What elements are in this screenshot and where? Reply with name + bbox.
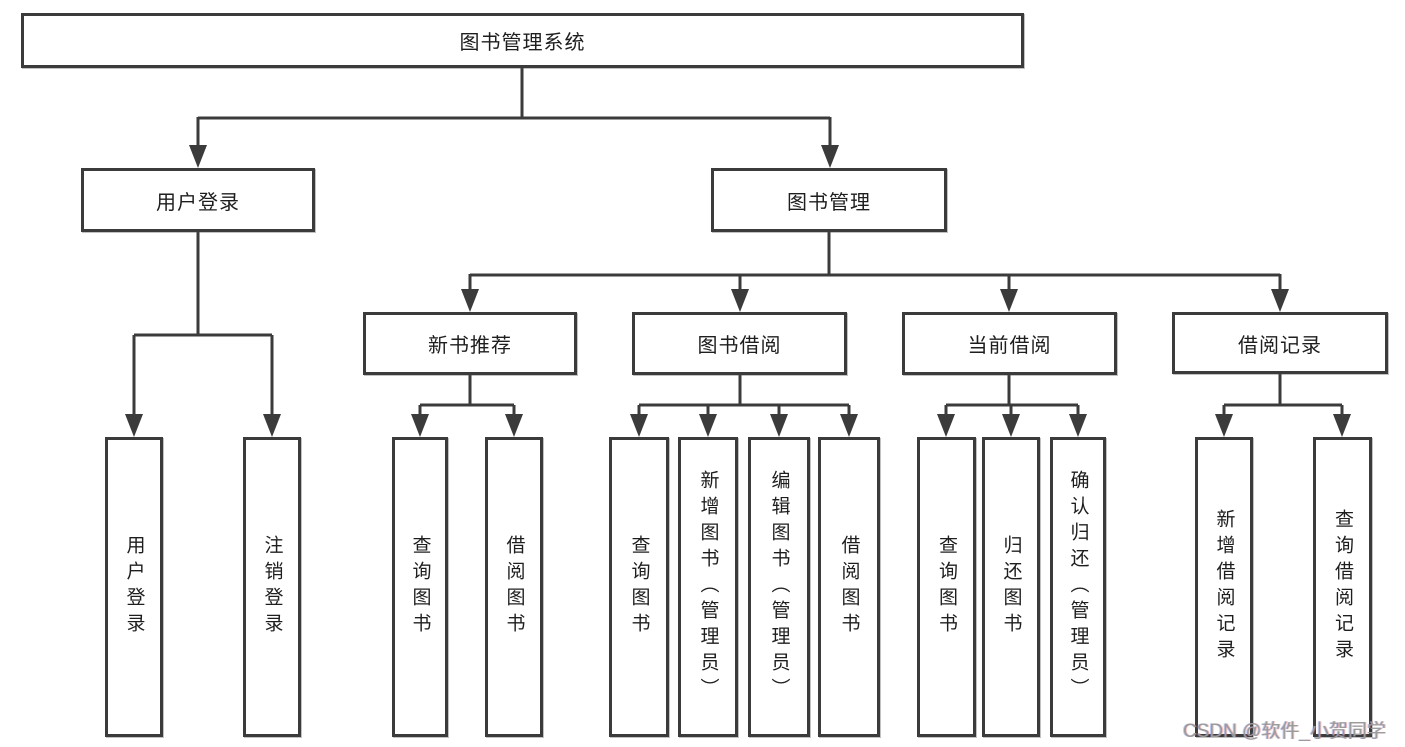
leaf-query-books-current: 查询图书: [917, 437, 976, 737]
leaf-confirm-return-admin: 确认归还（管理员）: [1050, 437, 1106, 737]
node-label: 新增图书（管理员）: [697, 470, 719, 704]
leaf-user-login: 用户登录: [105, 437, 163, 737]
node-label: 查询图书: [628, 535, 650, 639]
node-label: 图书管理系统: [459, 32, 586, 54]
node-book-management: 图书管理: [711, 168, 947, 232]
leaf-return-books: 归还图书: [982, 437, 1040, 737]
node-label: 查询图书: [409, 535, 431, 639]
leaf-add-books-admin: 新增图书（管理员）: [678, 437, 738, 737]
leaf-borrow-books: 借阅图书: [818, 437, 880, 737]
node-label: 借阅图书: [838, 535, 860, 639]
node-book-borrowing: 图书借阅: [632, 312, 847, 375]
node-label: 注销登录: [261, 535, 283, 639]
node-label: 编辑图书（管理员）: [768, 470, 790, 704]
node-label: 用户登录: [156, 191, 240, 214]
node-label: 查询图书: [936, 535, 957, 639]
node-current-borrowing: 当前借阅: [902, 312, 1117, 375]
leaf-add-borrow-record: 新增借阅记录: [1195, 437, 1253, 737]
node-label: 确认归还（管理员）: [1067, 470, 1089, 704]
node-label: 当前借阅: [967, 335, 1052, 357]
node-library-management-system: 图书管理系统: [21, 13, 1024, 68]
node-label: 用户登录: [123, 535, 145, 639]
node-label: 新增借阅记录: [1213, 509, 1235, 665]
node-label: 查询借阅记录: [1332, 509, 1353, 665]
leaf-edit-books-admin: 编辑图书（管理员）: [748, 437, 810, 737]
node-label: 新书推荐: [428, 335, 512, 357]
leaf-borrow-books-recommend: 借阅图书: [485, 437, 543, 737]
node-label: 图书管理: [787, 191, 871, 214]
node-borrowing-records: 借阅记录: [1172, 312, 1388, 374]
leaf-query-books-borrow: 查询图书: [609, 437, 669, 737]
node-label: 图书借阅: [697, 335, 782, 357]
arrowheads: [125, 145, 1351, 437]
node-user-login: 用户登录: [81, 168, 315, 232]
node-label: 借阅记录: [1238, 334, 1322, 357]
node-new-book-recommendation: 新书推荐: [363, 312, 577, 375]
csdn-watermark: CSDN @软件_小贺同学: [1183, 721, 1386, 742]
leaf-query-borrow-record: 查询借阅记录: [1313, 437, 1372, 737]
node-label: 借阅图书: [503, 535, 525, 639]
leaf-logout: 注销登录: [243, 437, 301, 737]
node-label: 归还图书: [1000, 535, 1022, 639]
leaf-query-books-recommend: 查询图书: [392, 437, 448, 737]
